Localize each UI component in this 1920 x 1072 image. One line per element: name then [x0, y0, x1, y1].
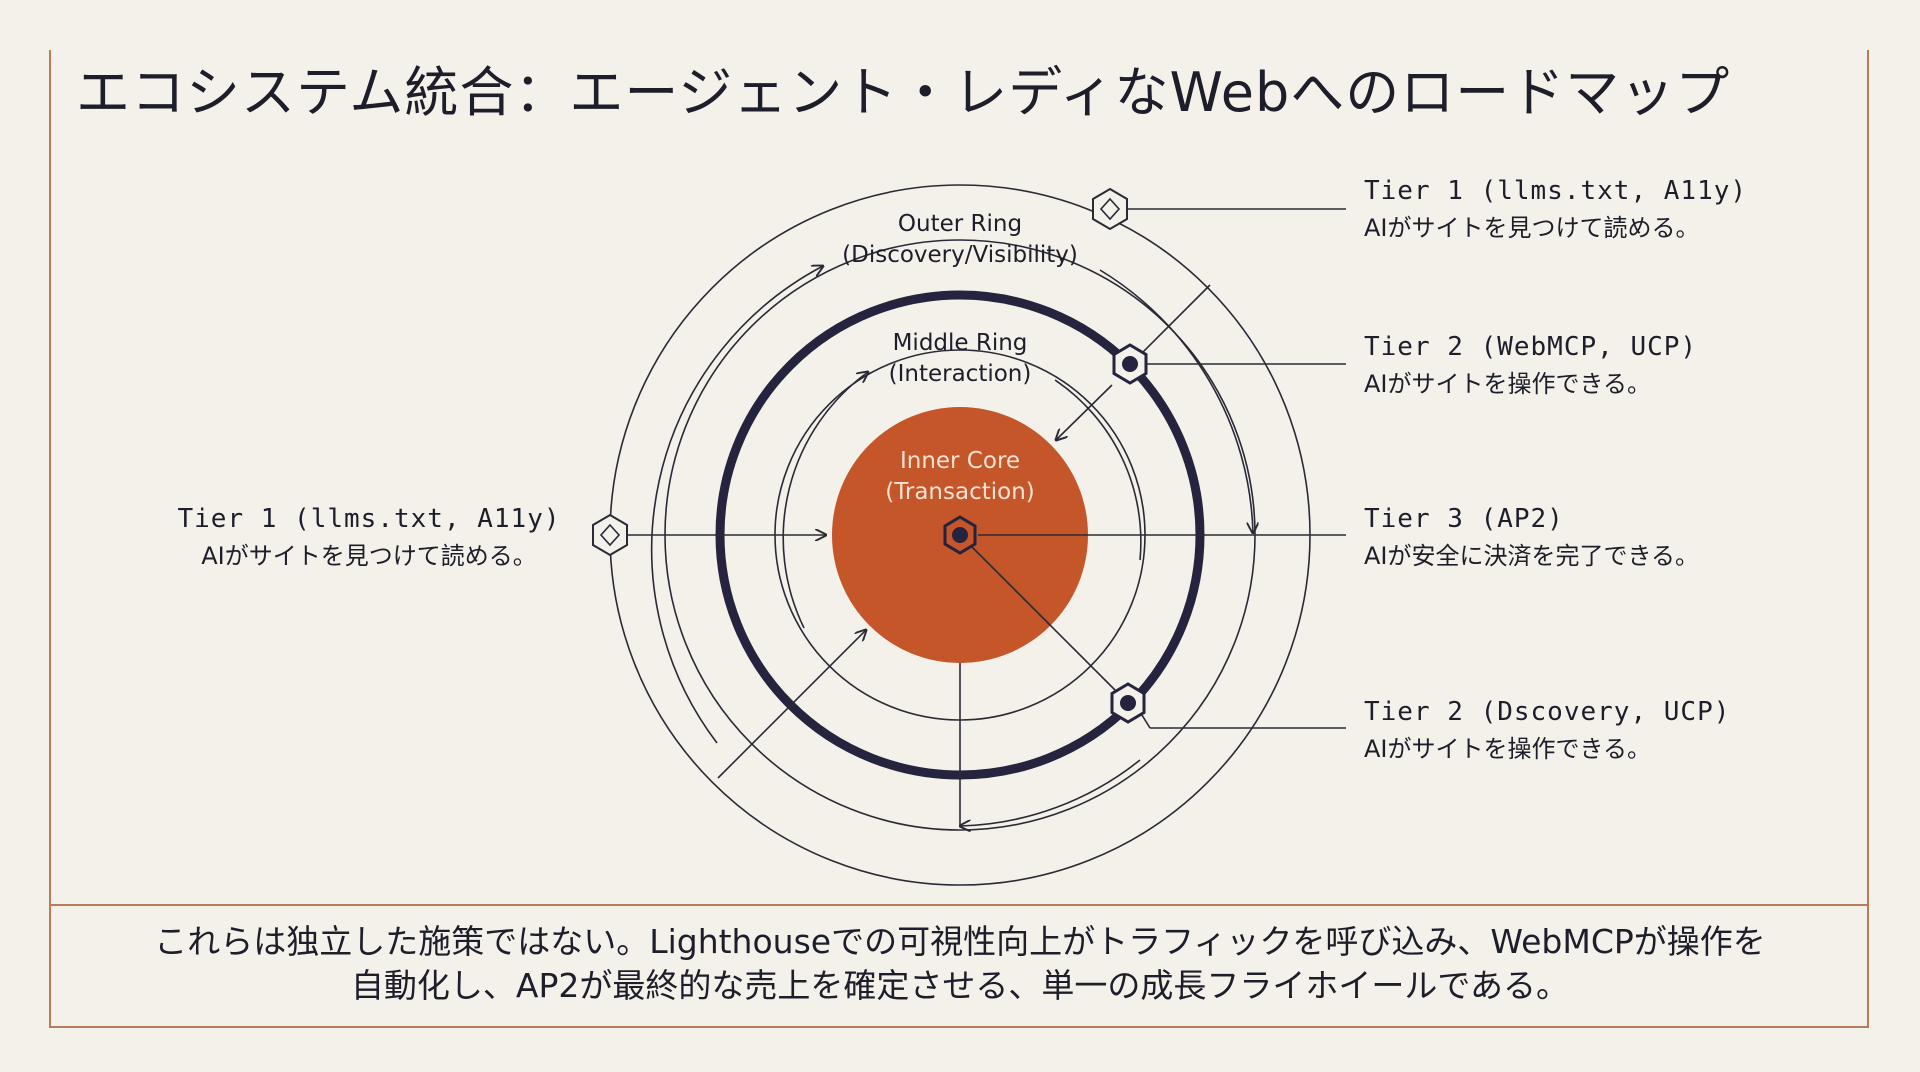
- connector-middle-to-core: [1056, 384, 1113, 440]
- middle-ring-flow-arrow: [782, 372, 868, 629]
- tier-title: Tier 1 (llms.txt, A11y): [1364, 176, 1748, 206]
- outer-ring-label-line2: (Discovery/Visibility): [842, 242, 1078, 268]
- tier-description: AIがサイトを見つけて読める。: [1364, 214, 1700, 242]
- middle-ring-label-line1: Middle Ring: [893, 330, 1028, 356]
- tier-title: Tier 1 (llms.txt, A11y): [177, 504, 561, 534]
- hexagon-node-icon: [1092, 187, 1128, 231]
- tier-label-right-2: Tier 2 (WebMCP, UCP) AIがサイトを操作できる。: [1364, 328, 1697, 402]
- hexagon-node-icon: [1110, 682, 1146, 724]
- middle-ring-label-line2: (Interaction): [889, 361, 1032, 387]
- hexagon-node-icon: [1112, 343, 1148, 385]
- frame-bottom-border: [49, 1026, 1869, 1028]
- bottom-return-arrow: [960, 759, 1141, 826]
- frame-left-border: [49, 50, 51, 1028]
- tier-label-right-3: Tier 3 (AP2) AIが安全に決済を完了できる。: [1364, 500, 1699, 574]
- footer-line-2: 自動化し、AP2が最終的な売上を確定させる、単一の成長フライホイールである。: [350, 966, 1570, 1005]
- footer-line-1: これらは独立した施策ではない。Lighthouseでの可視性向上がトラフィックを…: [154, 922, 1766, 961]
- outer-ring-right-flow-arrow: [1099, 269, 1253, 533]
- tier-title: Tier 3 (AP2): [1364, 504, 1564, 534]
- connector-core-to-bottom-node: [959, 534, 1129, 704]
- page-title: エコシステム統合：エージェント・レディなWebへのロードマップ: [76, 61, 1731, 124]
- hexagon-node-icon: [592, 513, 628, 557]
- middle-ring-right-flow-arrow: [1054, 379, 1142, 561]
- outer-ring-label-line1: Outer Ring: [898, 211, 1022, 237]
- tier-title: Tier 2 (WebMCP, UCP): [1364, 332, 1698, 362]
- footer-divider: [49, 904, 1869, 906]
- connector-outer-bottom-left: [717, 630, 866, 779]
- tier-title: Tier 2 (Dscovery, UCP): [1364, 697, 1731, 727]
- inner-core-label-line1: Inner Core: [900, 448, 1020, 474]
- tier-label-right-4: Tier 2 (Dscovery, UCP) AIがサイトを操作できる。: [1364, 693, 1730, 767]
- tier-description: AIがサイトを操作できる。: [1364, 735, 1652, 763]
- tier-description: AIが安全に決済を完了できる。: [1364, 542, 1700, 570]
- outer-ring-flow-arrow: [650, 266, 823, 744]
- footer-summary: これらは独立した施策ではない。Lighthouseでの可視性向上がトラフィックを…: [60, 920, 1860, 1008]
- tier-label-left-1: Tier 1 (llms.txt, A11y) AIがサイトを見つけて読める。: [174, 500, 564, 574]
- inner-core-label-line2: (Transaction): [885, 479, 1035, 505]
- tier-description: AIがサイトを操作できる。: [1364, 370, 1652, 398]
- hexagon-node-icon: [943, 515, 977, 555]
- tier-description: AIがサイトを見つけて読める。: [201, 542, 537, 570]
- tier-label-right-1: Tier 1 (llms.txt, A11y) AIがサイトを見つけて読める。: [1364, 172, 1747, 246]
- frame-right-border: [1867, 50, 1869, 1028]
